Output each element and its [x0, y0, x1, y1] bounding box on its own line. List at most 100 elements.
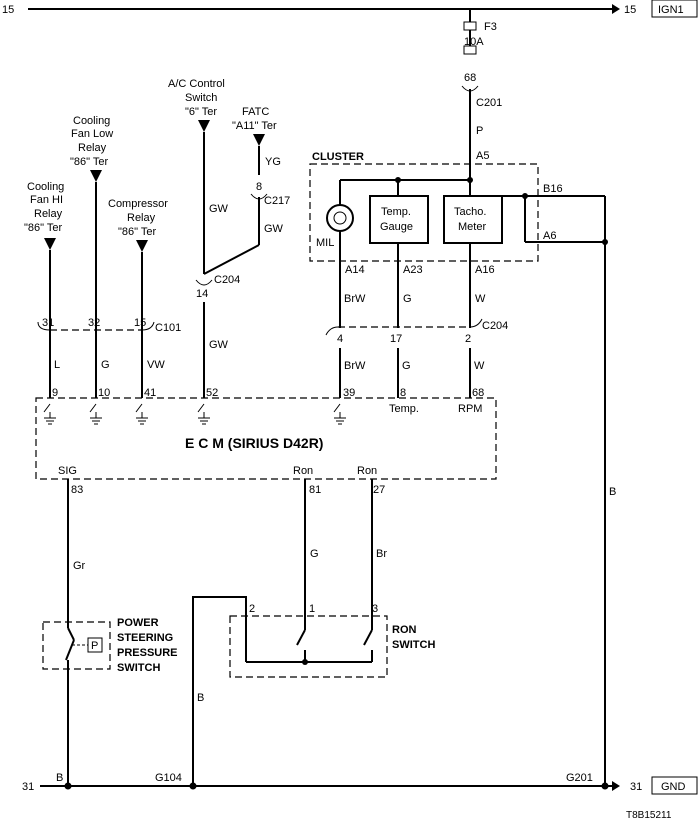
- source-cooling-fan-hi: Cooling Fan HI Relay "86" Ter: [24, 181, 64, 398]
- source-cooling-fan-low: Cooling Fan Low Relay "86" Ter: [70, 115, 113, 398]
- ecm-pin-27: 27: [373, 484, 385, 496]
- source-fatc: FATC "A11" Ter YG 8 C217 GW: [203, 106, 290, 275]
- wire-br: Br: [376, 548, 387, 560]
- wire-b-main: B: [609, 486, 616, 498]
- c201-pin: 68: [464, 72, 476, 84]
- connector-c101: 31 32 15 C101 L G VW: [37, 317, 181, 371]
- c101-p31: 31: [42, 317, 54, 329]
- wire-g-2: G: [402, 360, 411, 372]
- ps-p-icon: P: [91, 640, 98, 652]
- fuse-rating: 10A: [464, 36, 484, 48]
- wire-brw-2: BrW: [344, 360, 366, 372]
- ac-l1: A/C Control: [168, 78, 225, 90]
- source-ac-control: A/C Control Switch "6" Ter GW: [168, 78, 229, 274]
- c204-pin4: 4: [337, 333, 343, 345]
- wire-l: L: [54, 359, 60, 371]
- ecm-pin-9: 9: [52, 387, 58, 399]
- wire-gw-3: GW: [209, 339, 229, 351]
- a14-label: A14: [345, 264, 365, 276]
- rail-15-left: 15: [2, 4, 14, 16]
- ecm-rpm: RPM: [458, 403, 482, 415]
- ecm-pin-68: 68: [472, 387, 484, 399]
- wire-w-1: W: [475, 293, 486, 305]
- ps-l2: STEERING: [117, 632, 173, 644]
- a16-label: A16: [475, 264, 495, 276]
- comp-l1: Compressor: [108, 198, 168, 210]
- wire-yg: YG: [265, 156, 281, 168]
- wire-p: P: [476, 125, 483, 137]
- c204-ac-conn: C204: [214, 274, 240, 286]
- cluster-title: CLUSTER: [312, 151, 364, 163]
- wire-gw-1: GW: [209, 203, 229, 215]
- c217-pin: 8: [256, 181, 262, 193]
- b16-label: B16: [543, 183, 563, 195]
- c101-p32: 32: [88, 317, 100, 329]
- cflow-l3: Relay: [78, 142, 107, 154]
- tacho-meter: [443, 195, 503, 244]
- lower-wires: Gr G Br B B: [67, 479, 616, 786]
- c101-p15: 15: [134, 317, 146, 329]
- ign1-badge: IGN1: [658, 4, 684, 16]
- ecm-pin-41: 41: [144, 387, 156, 399]
- wire-vw: VW: [147, 359, 165, 371]
- ecm-pin-81: 81: [309, 484, 321, 496]
- fatc-l2: "A11" Ter: [232, 120, 277, 132]
- c204-ac-pin: 14: [196, 288, 208, 300]
- ecm-ron-2: Ron: [357, 465, 377, 477]
- ron-t1: 1: [309, 603, 315, 615]
- fuse-name: F3: [484, 21, 497, 33]
- c217-conn: C217: [264, 195, 290, 207]
- c204-pin2: 2: [465, 333, 471, 345]
- cflow-l1: Cooling: [73, 115, 110, 127]
- figure-id: T8B15211: [626, 810, 672, 821]
- fuse-f3: F3 10A 68 C201 P A5: [461, 9, 502, 180]
- c101-conn: C101: [155, 322, 181, 334]
- ign-rail: 15 15 IGN1: [2, 0, 698, 18]
- wire-g-low: G: [310, 548, 319, 560]
- ecm-pin-10: 10: [98, 387, 110, 399]
- ecm-title: E C M (SIRIUS D42R): [185, 435, 323, 451]
- ecm-temp: Temp.: [389, 403, 419, 415]
- comp-l3: "86" Ter: [118, 226, 157, 238]
- wire-brw-1: BrW: [344, 293, 366, 305]
- wire-g-1: G: [403, 293, 412, 305]
- ron-l1: RON: [392, 624, 417, 636]
- wire-gw-2: GW: [264, 223, 284, 235]
- cluster: CLUSTER MIL Temp. Gauge Tacho. Meter B16…: [309, 151, 608, 786]
- ron-t3: 3: [372, 603, 378, 615]
- gnd-31-left: 31: [22, 781, 34, 793]
- fatc-l1: FATC: [242, 106, 269, 118]
- source-compressor-relay: Compressor Relay "86" Ter: [108, 198, 168, 398]
- ecm-pin-39: 39: [343, 387, 355, 399]
- cfhi-l4: "86" Ter: [24, 222, 63, 234]
- cflow-l2: Fan Low: [71, 128, 113, 140]
- temp-gauge: [369, 195, 429, 244]
- c201-conn: C201: [476, 97, 502, 109]
- cfhi-l2: Fan HI: [30, 194, 63, 206]
- ecm-sig: SIG: [58, 465, 77, 477]
- rail-15-right: 15: [624, 4, 636, 16]
- c204-conn: C204: [482, 320, 508, 332]
- c204-pin17: 17: [390, 333, 402, 345]
- a5-label: A5: [476, 150, 489, 162]
- ecm-pin-8: 8: [400, 387, 406, 399]
- g201-label: G201: [566, 772, 593, 784]
- wire-w-2: W: [474, 360, 485, 372]
- ecm-pin-52: 52: [206, 387, 218, 399]
- wire-g-c101: G: [101, 359, 110, 371]
- ps-pressure-switch: P POWER STEERING PRESSURE SWITCH: [42, 617, 178, 674]
- ecm-pin-83: 83: [71, 484, 83, 496]
- cflow-l4: "86" Ter: [70, 156, 109, 168]
- ron-t2: 2: [249, 603, 255, 615]
- ron-l2: SWITCH: [392, 639, 435, 651]
- cfhi-l3: Relay: [34, 208, 63, 220]
- gnd-31-right: 31: [630, 781, 642, 793]
- connector-c204-cluster: C204 4 17 2 BrW G W: [325, 318, 508, 398]
- g104-label: G104: [155, 772, 182, 784]
- cfhi-l1: Cooling: [27, 181, 64, 193]
- wire-gr: Gr: [73, 560, 86, 572]
- a23-label: A23: [403, 264, 423, 276]
- ecm: E C M (SIRIUS D42R) 9 10 41 52 39 8 68 T…: [35, 387, 497, 496]
- gnd-rail: 31 B G104 G201 31 GND: [22, 772, 698, 795]
